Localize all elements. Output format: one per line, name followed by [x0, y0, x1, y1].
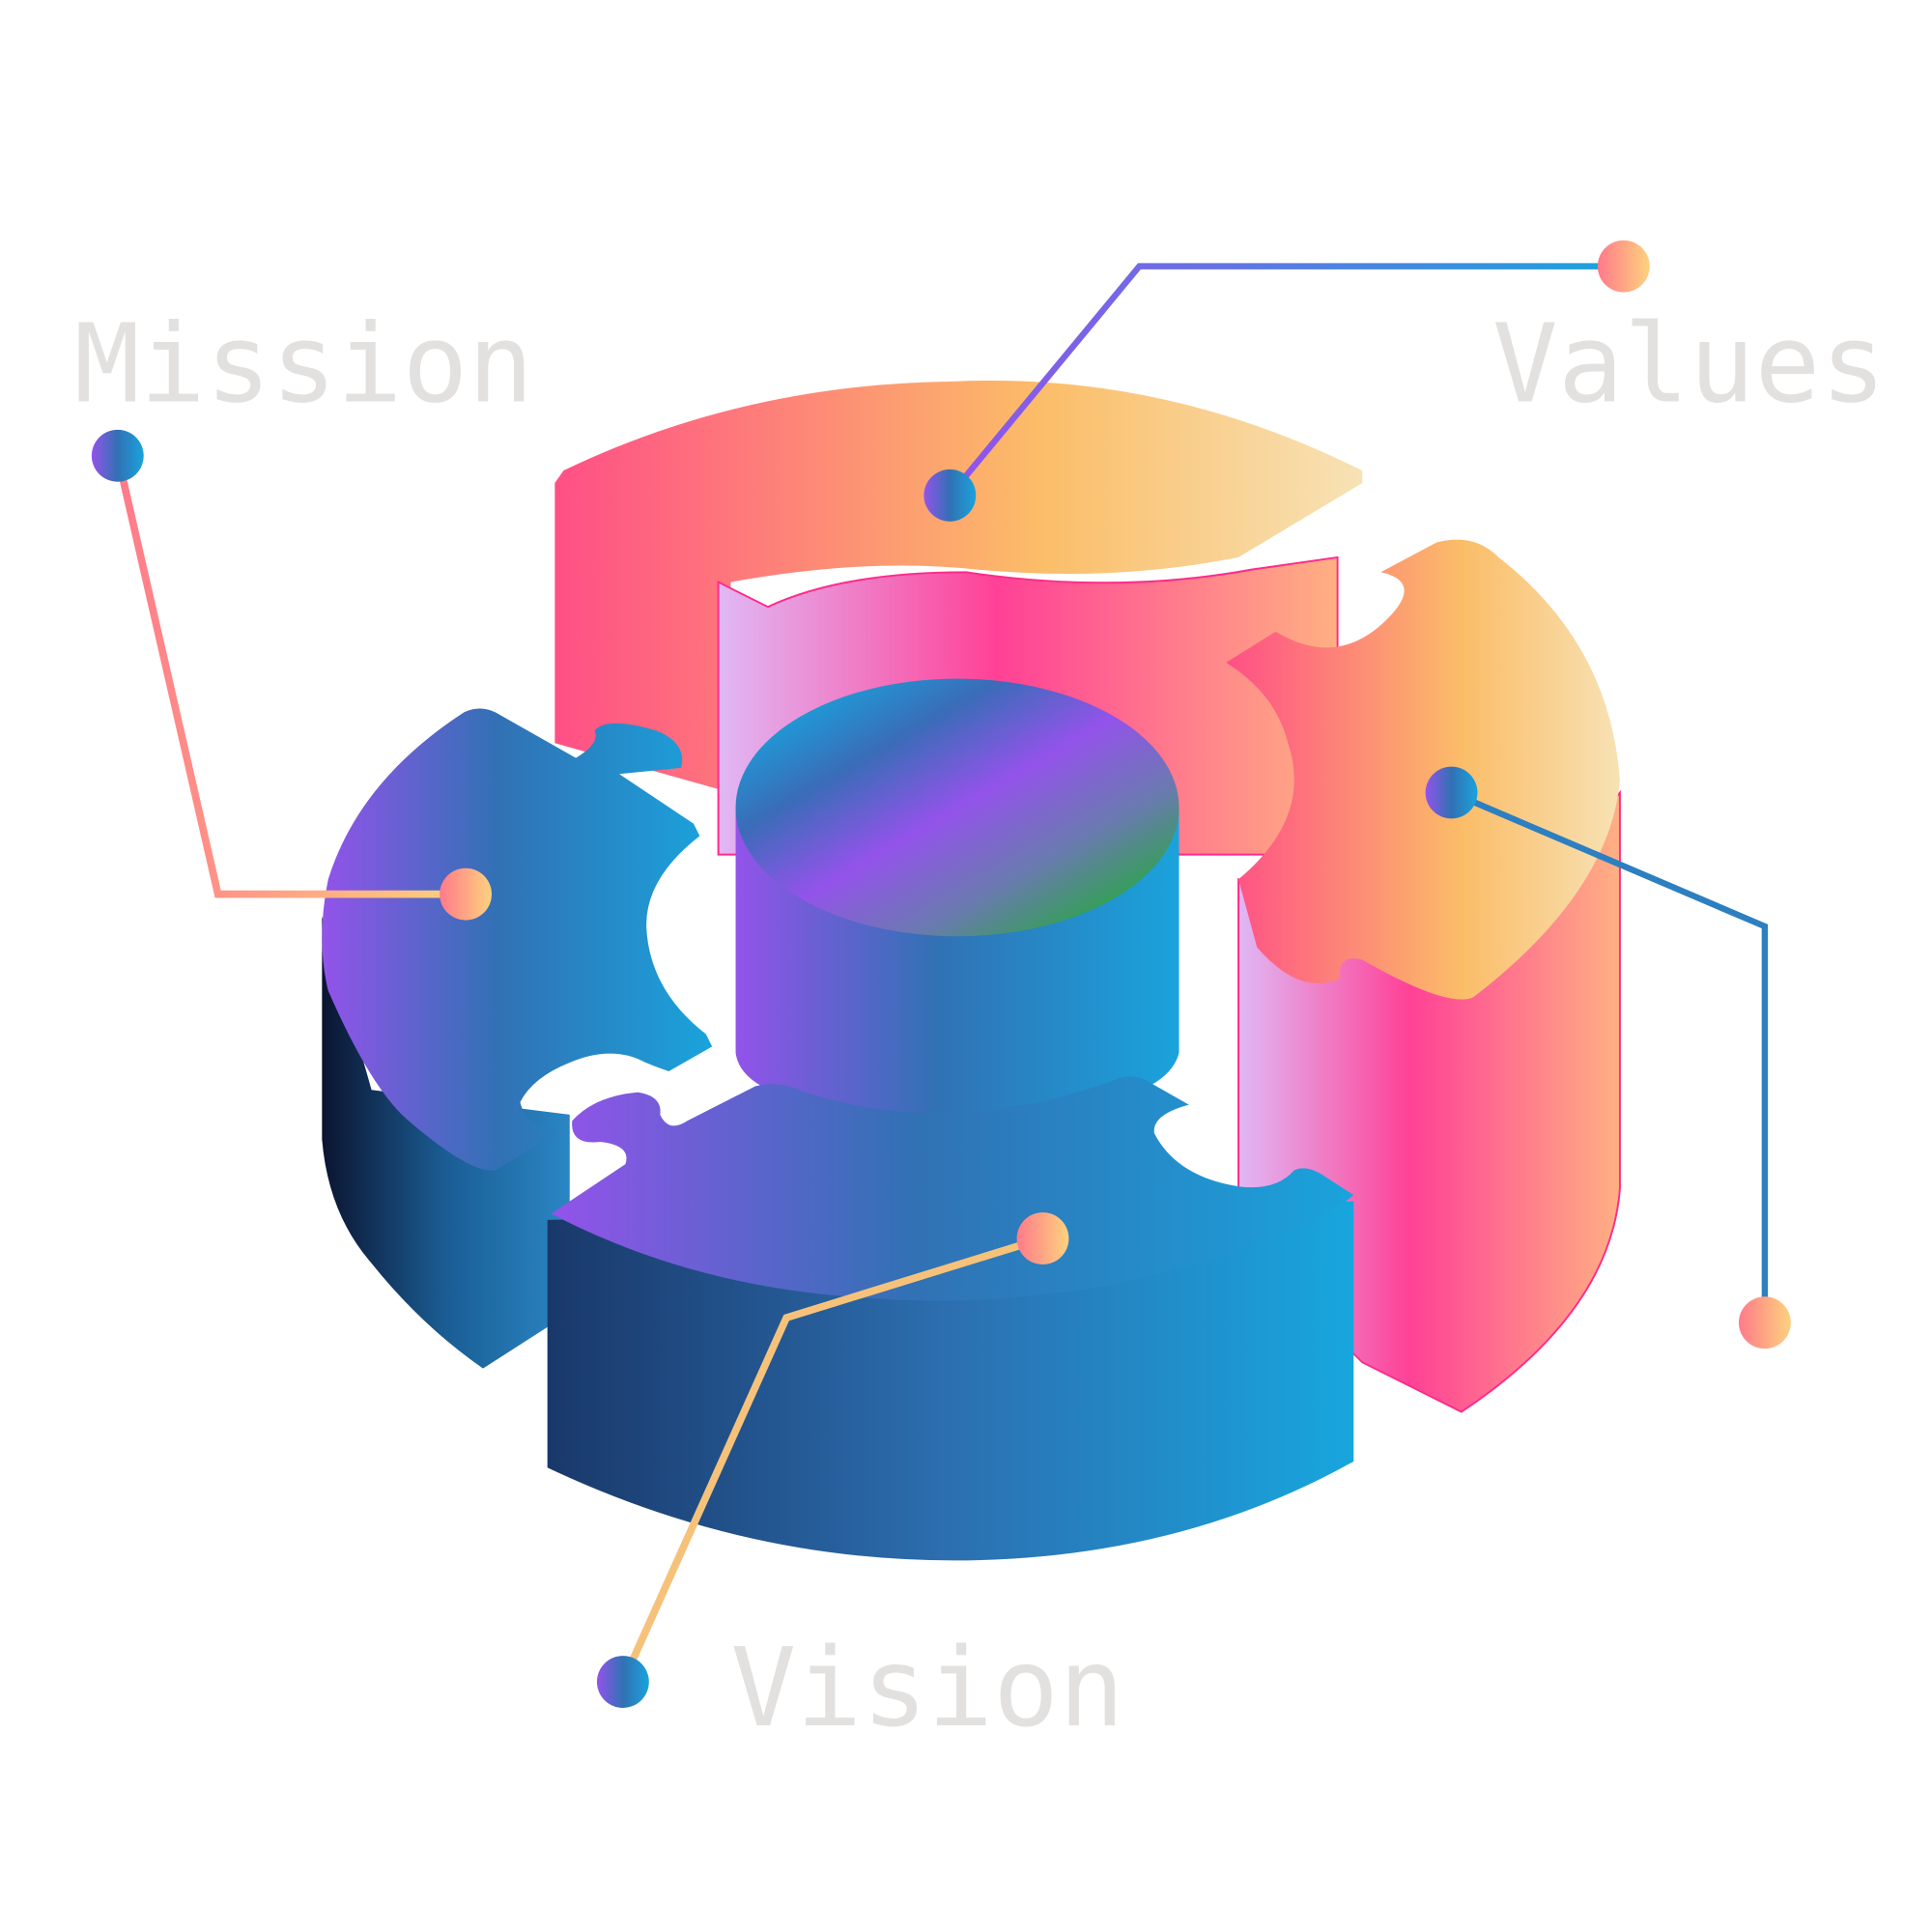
dot-vision-label	[596, 1656, 649, 1708]
dot-values-label	[1597, 240, 1650, 293]
label-mission: Mission	[74, 299, 533, 427]
dot-right-end	[1739, 1296, 1791, 1350]
label-vision: Vision	[730, 1624, 1124, 1751]
marker-dots	[91, 240, 1791, 1708]
mission-connector	[114, 454, 467, 898]
puzzle-piece-front	[547, 1076, 1354, 1561]
dot-values-piece	[923, 469, 977, 522]
label-values: Values	[1492, 299, 1887, 427]
dot-vision-piece	[1016, 1212, 1069, 1264]
right-connector	[1450, 789, 1769, 1323]
center-cylinder	[735, 678, 1179, 1115]
connector-lines	[114, 263, 1769, 1684]
puzzle-piece-left	[322, 708, 713, 1369]
dot-mission-label	[91, 429, 144, 482]
dot-right-piece	[1425, 766, 1478, 819]
vision-connector	[619, 1235, 1044, 1684]
dot-mission-piece	[440, 867, 492, 921]
values-connector	[947, 263, 1624, 497]
